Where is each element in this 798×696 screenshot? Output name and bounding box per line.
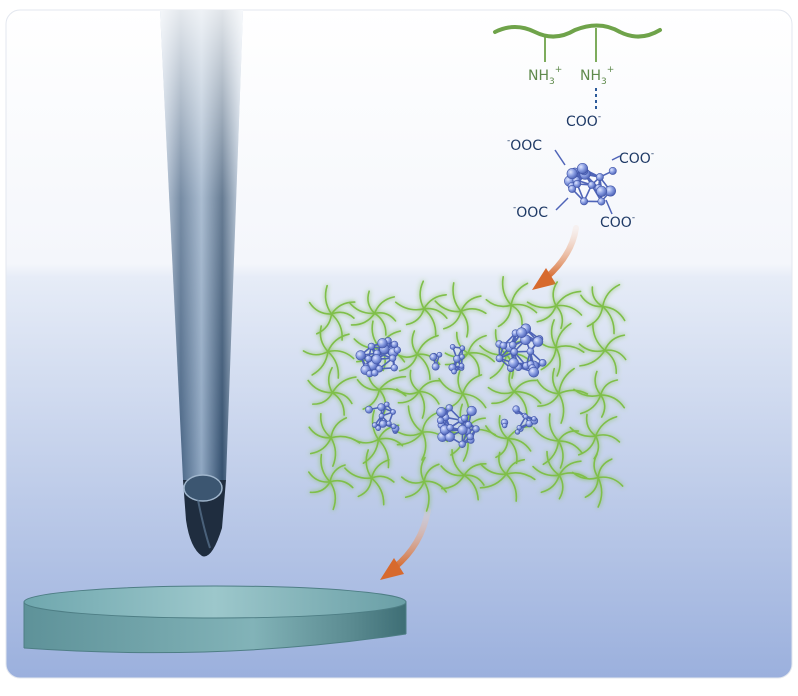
cluster-atom xyxy=(596,186,606,196)
cluster-atom xyxy=(459,441,466,448)
cluster-atom xyxy=(379,413,384,418)
cluster-atom xyxy=(473,426,480,433)
amine-sub-1: 3 xyxy=(549,77,555,87)
cluster-atom xyxy=(459,363,464,368)
cluster-group-left-bottom: OOC xyxy=(516,205,548,221)
amine-label-1: NH xyxy=(528,68,549,84)
cluster-atom xyxy=(577,163,587,173)
cluster-atom xyxy=(596,173,603,180)
cluster-atom xyxy=(509,358,519,368)
cluster-group-right-top: COO xyxy=(619,151,651,167)
cluster-atom xyxy=(523,414,528,419)
cluster-atom xyxy=(539,359,546,366)
cluster-atom xyxy=(446,405,453,412)
cluster-atom xyxy=(567,168,577,178)
cluster-atom xyxy=(365,406,372,413)
svg-text:COO-: COO- xyxy=(600,213,635,231)
cluster-group-left-top: OOC xyxy=(510,138,542,154)
cluster-atom xyxy=(517,425,522,430)
cluster-atom xyxy=(517,328,527,338)
svg-text:-OOC: -OOC xyxy=(513,203,548,221)
cluster-atom xyxy=(500,342,507,349)
cluster-atom xyxy=(386,421,391,426)
cluster-atom xyxy=(391,424,396,429)
cluster-atom xyxy=(502,423,507,428)
cluster-atom xyxy=(459,354,464,359)
cluster-atom xyxy=(378,404,385,411)
cluster-atom xyxy=(588,181,595,188)
svg-text:COO-: COO- xyxy=(566,112,601,130)
cluster-atom xyxy=(437,417,444,424)
cluster-atom xyxy=(368,343,375,350)
background-panel xyxy=(6,10,792,678)
amine-sub-2: 3 xyxy=(601,77,607,87)
cluster-atom xyxy=(391,341,398,348)
cluster-atom xyxy=(432,363,439,370)
cluster-atom xyxy=(384,402,389,407)
cluster-atom xyxy=(461,415,468,422)
amine-sup-2: + xyxy=(607,65,615,75)
cluster-atom xyxy=(452,369,457,374)
cluster-group-right-bottom: COO xyxy=(600,215,632,231)
cluster-group-right-bottom-sup: - xyxy=(632,213,635,223)
cluster-atom xyxy=(465,421,472,428)
cluster-atom xyxy=(376,426,381,431)
cluster-atom xyxy=(378,338,388,348)
cluster-atom xyxy=(496,355,503,362)
cluster-atom xyxy=(372,354,382,364)
cluster-atom xyxy=(437,407,447,417)
cluster-atom xyxy=(389,355,396,362)
cluster-atom xyxy=(430,353,437,360)
cluster-group-right-top-sup: - xyxy=(651,149,654,159)
cluster-atom xyxy=(356,351,366,361)
cluster-atom xyxy=(527,348,534,355)
svg-text:COO-: COO- xyxy=(619,149,654,167)
cluster-atom xyxy=(437,352,442,357)
cluster-group-top-sup: - xyxy=(598,112,601,122)
cluster-atom xyxy=(513,406,520,413)
cluster-atom xyxy=(609,167,616,174)
cluster-atom xyxy=(391,364,398,371)
cluster-atom xyxy=(580,198,587,205)
cluster-atom xyxy=(574,180,581,187)
cluster-atom xyxy=(533,337,543,347)
cluster-atom xyxy=(511,348,518,355)
cluster-group-top: COO xyxy=(566,114,598,130)
cluster-atom xyxy=(450,344,455,349)
amine-sup-1: + xyxy=(555,65,563,75)
cluster-atom xyxy=(460,346,465,351)
cluster-atom xyxy=(598,198,605,205)
cluster-atom xyxy=(509,341,516,348)
cluster-atom xyxy=(447,424,454,431)
cluster-atom xyxy=(467,433,474,440)
svg-text:-OOC: -OOC xyxy=(507,136,542,154)
cluster-atom xyxy=(529,367,539,377)
cluster-atom xyxy=(365,355,372,362)
cluster-atom xyxy=(532,416,537,421)
cluster-atom xyxy=(371,369,378,376)
amine-label-2: NH xyxy=(580,68,601,84)
cluster-atom xyxy=(467,406,477,416)
cluster-atom xyxy=(391,409,396,414)
